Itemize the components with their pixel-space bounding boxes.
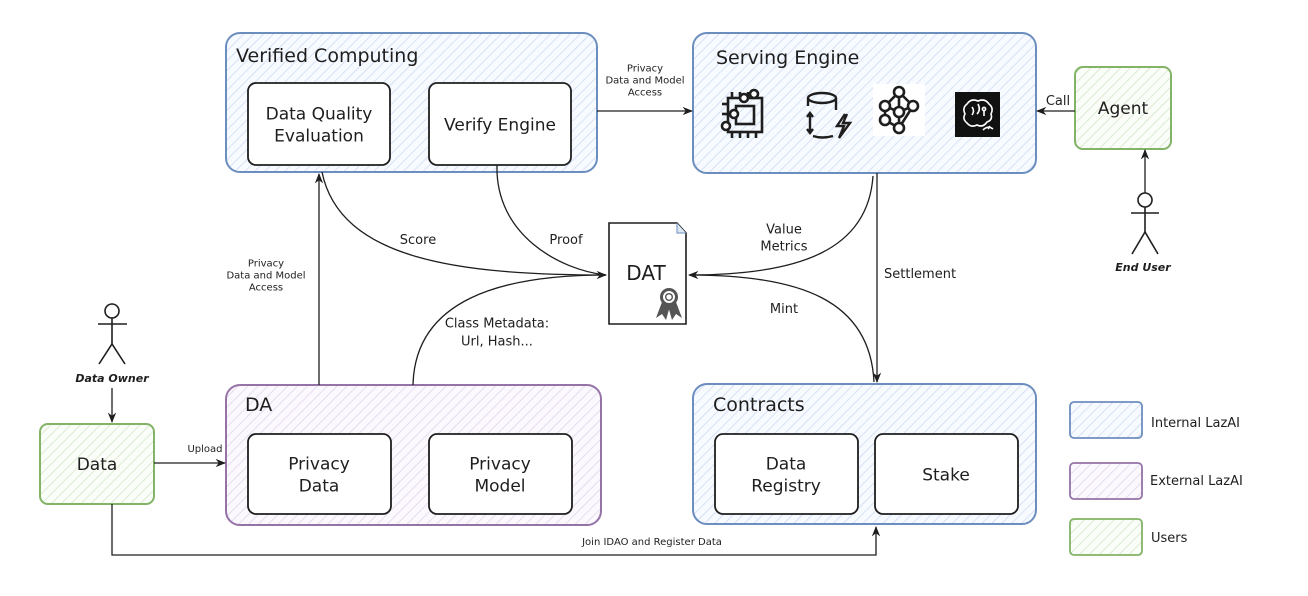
group-box <box>692 32 1037 174</box>
end-user-actor[interactable] <box>1131 192 1159 255</box>
chip-icon <box>720 88 764 138</box>
legend-label: External LazAI <box>1150 474 1243 489</box>
edge-label-join-register: Join IDAO and Register Data <box>581 537 722 548</box>
edge-label-call: Call <box>1046 94 1070 109</box>
inner-box-verify-engine[interactable]: Verify Engine <box>428 82 572 166</box>
legend-item-external: External LazAI <box>1069 462 1243 500</box>
legend-item-internal: Internal LazAI <box>1069 401 1240 439</box>
inner-box-rect <box>247 433 392 515</box>
inner-box-rect <box>714 433 859 515</box>
inner-box-rect <box>428 82 572 166</box>
text-line: Value <box>766 223 802 238</box>
text-line: Access <box>249 283 283 294</box>
actor-legs <box>1131 230 1159 255</box>
inner-box-rect <box>428 433 573 515</box>
text-line: Registry <box>751 477 821 497</box>
edge-label-class-metadata: Class Metadata: Url, Hash... <box>445 316 549 349</box>
text-line: Privacy <box>469 455 531 475</box>
text-line: Stake <box>922 466 970 486</box>
data-owner-label: Data Owner <box>75 372 149 385</box>
actor-legs <box>98 342 126 365</box>
certificate-ribbon-icon <box>656 288 682 320</box>
agent-box <box>1074 66 1172 150</box>
text-line: Metrics <box>760 240 807 255</box>
text-line: Data and Model <box>226 271 305 282</box>
edge-label-settlement: Settlement <box>884 267 956 282</box>
end-user-label: End User <box>1115 261 1171 274</box>
inner-box-stake[interactable]: Stake <box>874 433 1019 515</box>
data-label: Data <box>77 455 118 475</box>
data-box <box>39 423 155 505</box>
group-title: DA <box>245 394 272 416</box>
edge-label-proof: Proof <box>549 233 583 248</box>
group-title: Verified Computing <box>236 45 418 67</box>
legend: Internal LazAI External LazAI Users <box>1069 401 1243 556</box>
neural-network-icon <box>873 84 925 136</box>
inner-box-label: Verify Engine <box>444 116 556 136</box>
agent-label: Agent <box>1098 99 1149 119</box>
text-line: Evaluation <box>274 127 364 147</box>
edge-value-metrics[interactable] <box>687 175 874 280</box>
group-serving-engine[interactable]: Serving Engine <box>692 32 1037 174</box>
edge-label-score: Score <box>400 233 436 248</box>
edge-label-mint: Mint <box>770 302 798 317</box>
legend-label: Internal LazAI <box>1151 416 1240 431</box>
text-line: Privacy <box>627 64 663 75</box>
text-line: Data Quality <box>266 105 373 125</box>
text-line: Privacy <box>288 455 350 475</box>
edge-proof[interactable] <box>496 164 607 276</box>
legend-label: Users <box>1151 531 1188 546</box>
agent-node[interactable]: Agent <box>1074 66 1172 150</box>
edge-label-upload: Upload <box>187 444 222 455</box>
text-line: Model <box>474 477 525 497</box>
text-line: Class Metadata: <box>445 316 549 331</box>
edge-class-metadata[interactable] <box>412 274 607 386</box>
data-node[interactable]: Data <box>39 423 155 505</box>
legend-swatch-external <box>1069 462 1143 500</box>
text-line: Data <box>299 477 340 497</box>
legend-item-users: Users <box>1069 518 1188 556</box>
database-lightning-icon <box>806 91 853 139</box>
text-line: Access <box>628 88 662 99</box>
dat-label: DAT <box>626 261 666 285</box>
legend-swatch-users <box>1069 518 1143 556</box>
group-title: Contracts <box>713 394 805 416</box>
edge-score[interactable] <box>321 171 608 280</box>
actor-head-icon <box>104 303 120 319</box>
inner-box-rect <box>874 433 1019 515</box>
legend-swatch-internal <box>1069 401 1143 439</box>
dat-document[interactable]: DAT <box>608 222 687 325</box>
inner-box-rect <box>247 82 391 166</box>
text-line: Verify Engine <box>444 116 556 136</box>
text-line: Data <box>766 455 807 475</box>
actor-head-icon <box>1137 192 1153 208</box>
dat-page-fold <box>676 223 686 234</box>
edge-join-register[interactable] <box>111 504 881 556</box>
text-line: Url, Hash... <box>461 334 533 349</box>
data-owner-actor[interactable] <box>98 303 127 365</box>
inner-box-label: Stake <box>922 466 970 486</box>
text-line: Data and Model <box>605 76 684 87</box>
group-title: Serving Engine <box>716 47 859 69</box>
text-line: Privacy <box>248 259 284 270</box>
ai-brain-icon <box>955 92 1000 137</box>
edge-mint[interactable] <box>689 274 875 383</box>
